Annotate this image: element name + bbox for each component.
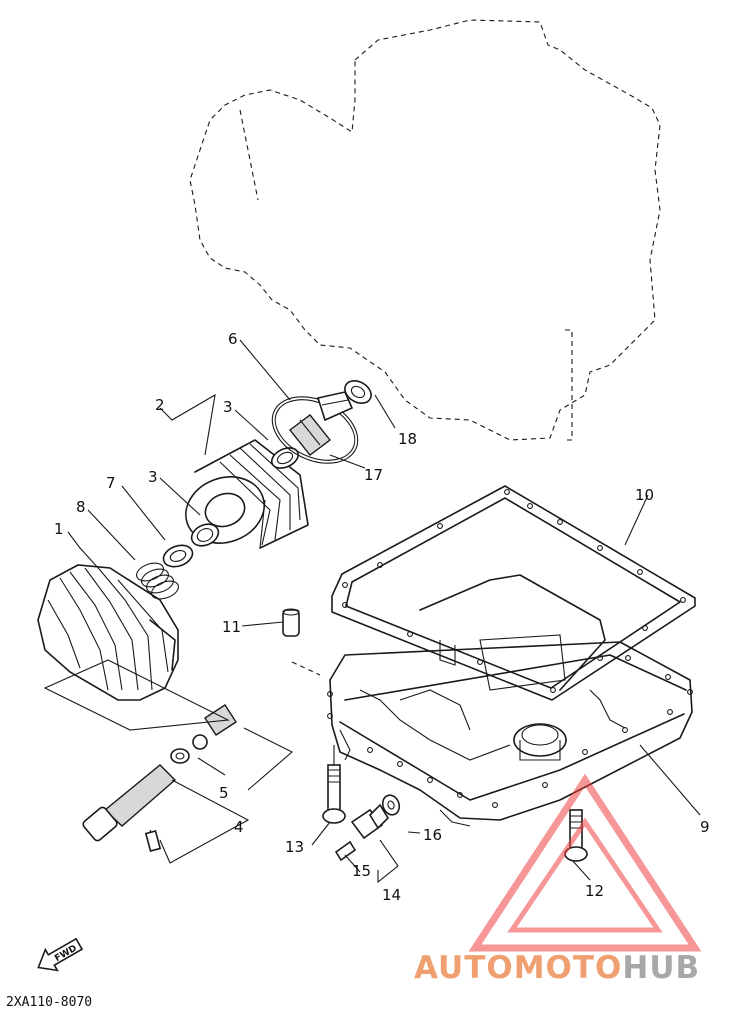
callout-5: 5 <box>219 784 229 802</box>
callout-12: 12 <box>585 882 604 900</box>
watermark-triangle-inner <box>507 817 663 933</box>
callout-10: 10 <box>635 486 654 504</box>
callouts: 1 2 3 3 4 5 6 7 8 9 10 11 12 13 14 15 16… <box>54 330 710 904</box>
washer-5 <box>170 748 190 764</box>
watermark-triangle-outer <box>468 773 702 952</box>
callout-1: 1 <box>54 520 64 538</box>
dowel-pin <box>282 608 300 637</box>
gasket-16 <box>381 794 401 816</box>
callout-3-lower: 3 <box>148 468 158 486</box>
washer-7 <box>162 544 194 568</box>
callout-16: 16 <box>423 826 442 844</box>
callout-18: 18 <box>398 430 417 448</box>
callout-9: 9 <box>700 818 710 836</box>
callout-7: 7 <box>106 474 116 492</box>
callout-15: 15 <box>352 862 371 880</box>
callout-6: 6 <box>228 330 238 348</box>
callout-17: 17 <box>364 466 383 484</box>
o-ring-lower <box>190 523 220 547</box>
callout-4: 4 <box>234 818 244 836</box>
engine-outline <box>189 19 661 441</box>
callout-11: 11 <box>222 618 241 636</box>
relief-valve-bolt <box>82 764 177 852</box>
watermark-text-secondary: HUB <box>622 950 700 986</box>
union-bolt <box>289 391 354 456</box>
relief-valve-spring <box>192 704 237 750</box>
oil-pan-gasket <box>331 485 696 701</box>
callout-2: 2 <box>155 396 165 414</box>
svg-text:AUTOMOTOHUB: AUTOMOTOHUB <box>414 950 700 986</box>
bolt-13 <box>322 745 346 824</box>
watermark-text-primary: AUTOMOTO <box>414 950 622 986</box>
bolt-12 <box>564 809 588 862</box>
diagram-code: 2XA110-8070 <box>6 995 92 1010</box>
callout-14: 14 <box>382 886 401 904</box>
callout-3-upper: 3 <box>223 398 233 416</box>
watermark-logo: AUTOMOTOHUB <box>414 773 702 986</box>
drain-bolt <box>350 803 390 840</box>
washer-18 <box>344 380 372 404</box>
callout-13: 13 <box>285 838 304 856</box>
callout-8: 8 <box>76 498 86 516</box>
leader-lines <box>43 339 701 884</box>
o-ring-upper <box>270 447 300 469</box>
spring <box>136 562 179 600</box>
oil-filter-element <box>37 564 179 701</box>
fwd-arrow-icon: FWD <box>37 937 84 972</box>
screw-15 <box>334 840 357 862</box>
oil-pan <box>327 574 693 827</box>
